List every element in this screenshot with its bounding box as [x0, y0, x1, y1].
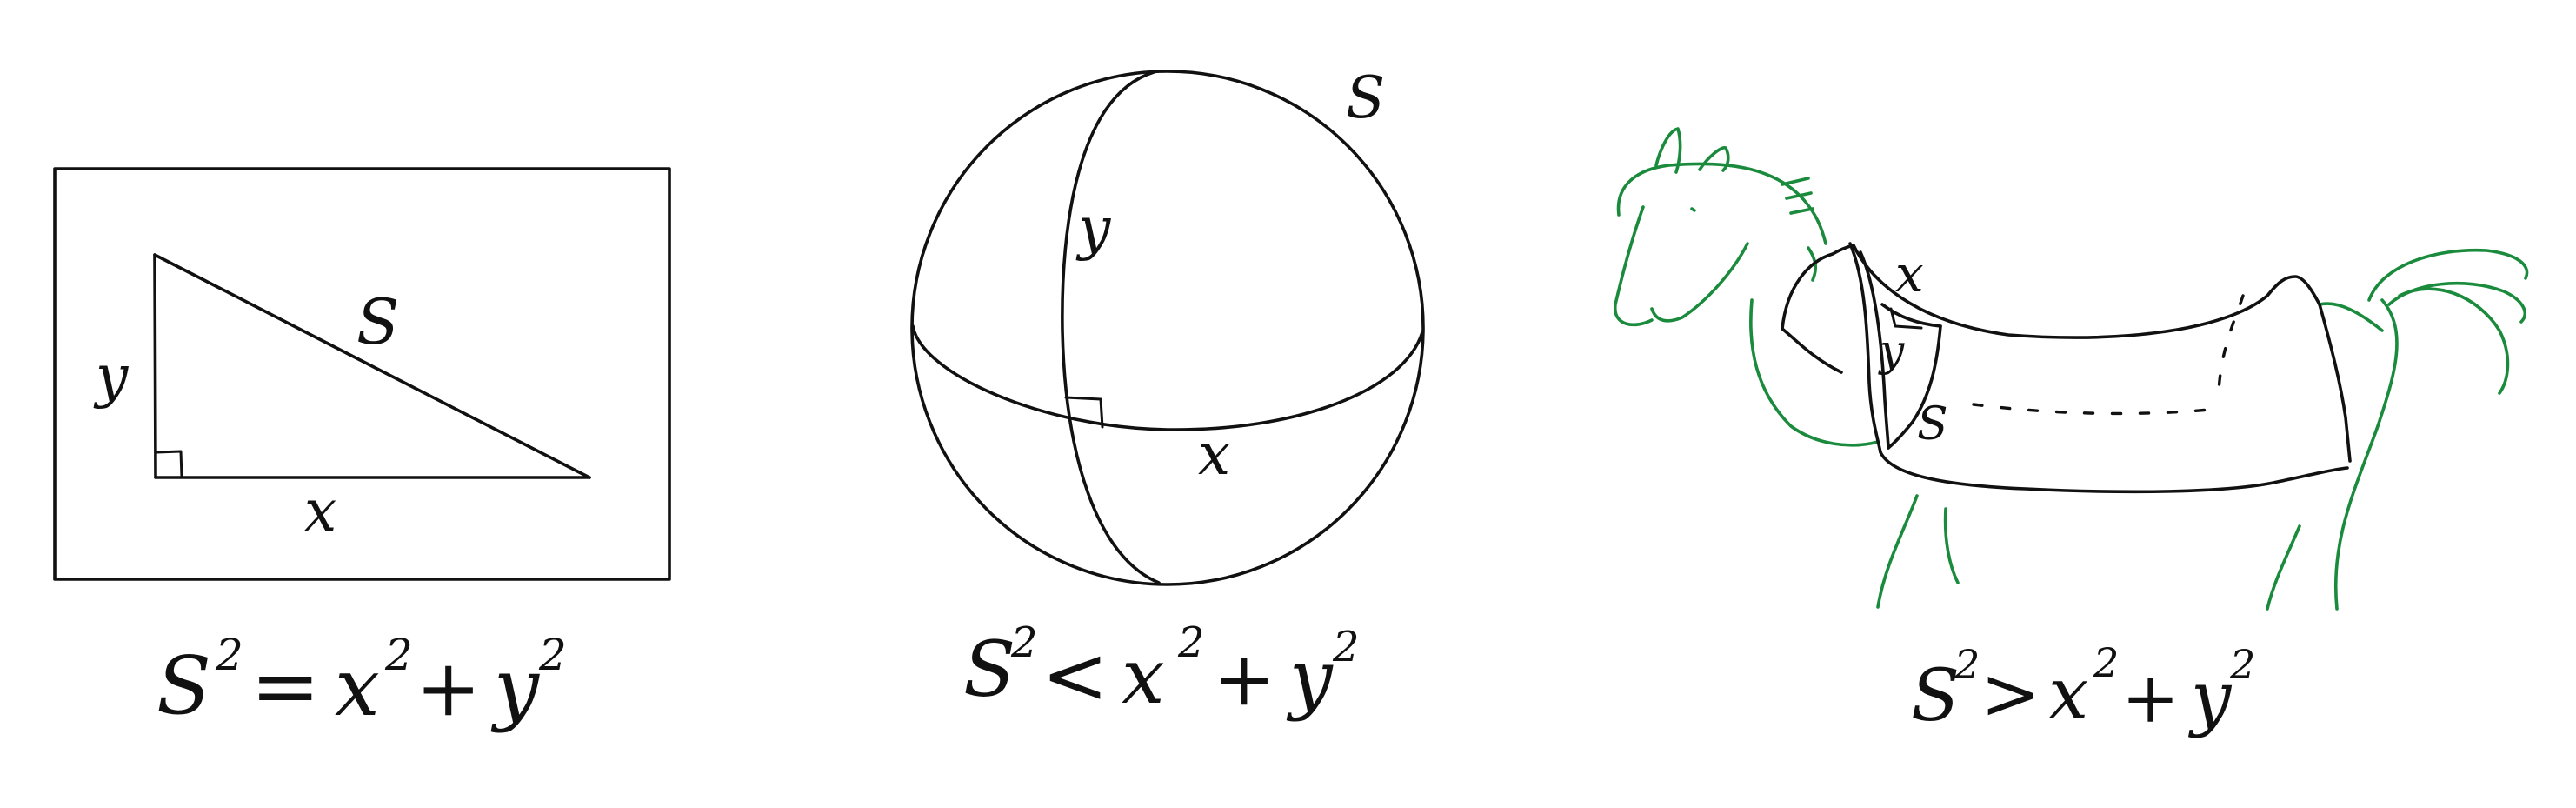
eq-exp: 2 — [538, 630, 567, 680]
saddle-bottom-edge — [1879, 451, 2349, 494]
horse-eye — [1690, 207, 1696, 212]
sphere-outer-label: S — [1346, 64, 1385, 131]
horse-ear — [1698, 146, 1730, 172]
sphere-meridian — [1061, 70, 1161, 584]
flat-plane-panel: S y x S 2 = x 2 + y 2 — [53, 167, 671, 735]
eq-plus: + — [1213, 636, 1275, 723]
horse-mouth — [1650, 242, 1749, 323]
saddle-inner-edge — [1859, 250, 1890, 450]
horse-rump — [2318, 302, 2384, 332]
meridian-label: y — [1075, 195, 1111, 262]
saddle-curve-x — [1880, 303, 1942, 328]
horse-neck — [1749, 298, 1880, 447]
horse-tail — [2387, 281, 2526, 324]
right-angle-marker — [1064, 396, 1104, 429]
eq-s: S — [963, 624, 1015, 714]
vertical-leg-label: y — [93, 343, 129, 410]
eq-exp: 2 — [2093, 639, 2119, 686]
sphere-equation: S 2 < x 2 + y 2 — [963, 618, 1360, 723]
horse-mane — [1781, 177, 1810, 186]
horse-drawing — [1614, 127, 2529, 611]
triangle-vertical-leg — [153, 253, 157, 479]
horse-tail — [2367, 248, 2529, 302]
eq-x: x — [2048, 653, 2088, 736]
eq-plus: + — [416, 643, 481, 734]
eq-exp: 2 — [2229, 641, 2255, 688]
eq-exp: 2 — [384, 630, 413, 680]
horse-head — [1616, 162, 1827, 245]
horse-ear — [1654, 127, 1682, 174]
horse-back-leg — [2333, 298, 2399, 611]
eq-exp: 2 — [215, 630, 243, 680]
hypotenuse-label: S — [356, 285, 399, 358]
saddle-y-label: y — [1878, 325, 1905, 376]
saddle-curve-y — [1887, 324, 1942, 450]
saddle-drawing: x y S — [1781, 242, 2352, 494]
saddle-right-angle — [1889, 307, 1923, 330]
horse-front-leg — [1943, 507, 1960, 584]
saddle-panel: x y S S 2 > x 2 + y 2 — [1614, 127, 2529, 739]
eq-exp: 2 — [1954, 641, 1980, 688]
horse-chest — [1807, 246, 1818, 282]
plane-frame — [53, 167, 671, 581]
eq-x: x — [335, 641, 380, 734]
saddle-back-edge — [2318, 303, 2352, 463]
equator-label: x — [1198, 421, 1230, 488]
horizontal-leg-label: x — [304, 477, 336, 544]
saddle-hidden-edge — [2217, 294, 2245, 393]
horse-back-leg — [2266, 524, 2301, 611]
horse-face — [1614, 205, 1654, 327]
eq-s: S — [1911, 655, 1960, 738]
saddle-equation: S 2 > x 2 + y 2 — [1911, 639, 2255, 739]
sphere-outline — [910, 70, 1425, 586]
horse-mane — [1785, 191, 1813, 200]
eq-relation: = — [250, 638, 320, 735]
triangle-hypotenuse — [153, 253, 591, 479]
eq-exp: 2 — [1177, 618, 1205, 667]
eq-relation: > — [1980, 653, 2040, 736]
horse-mane — [1789, 207, 1814, 215]
eq-y: y — [1286, 633, 1334, 723]
horse-front-leg — [1876, 494, 1919, 609]
saddle-hidden-edge — [1972, 403, 2220, 416]
saddle-x-label: x — [1895, 244, 1924, 304]
flat-equation: S 2 = x 2 + y 2 — [156, 630, 567, 735]
sphere-equator — [911, 324, 1424, 431]
eq-s: S — [156, 639, 211, 732]
saddle-front-flap — [1781, 327, 1843, 374]
horse-tail — [2398, 287, 2510, 395]
eq-y: y — [490, 641, 540, 734]
eq-exp: 2 — [1010, 618, 1038, 667]
eq-y: y — [2187, 657, 2233, 739]
eq-exp: 2 — [1332, 623, 1360, 671]
saddle-front-edge — [1848, 242, 1882, 454]
saddle-seat-top — [1852, 244, 2321, 339]
eq-plus: + — [2121, 658, 2180, 738]
eq-relation: < — [1042, 629, 1108, 722]
sphere-panel: S y x S 2 < x 2 + y 2 — [910, 64, 1425, 723]
saddle-front-pommel — [1781, 244, 1855, 331]
eq-x: x — [1122, 631, 1165, 721]
right-angle-marker — [155, 450, 183, 479]
saddle-s-label: S — [1917, 398, 1948, 451]
